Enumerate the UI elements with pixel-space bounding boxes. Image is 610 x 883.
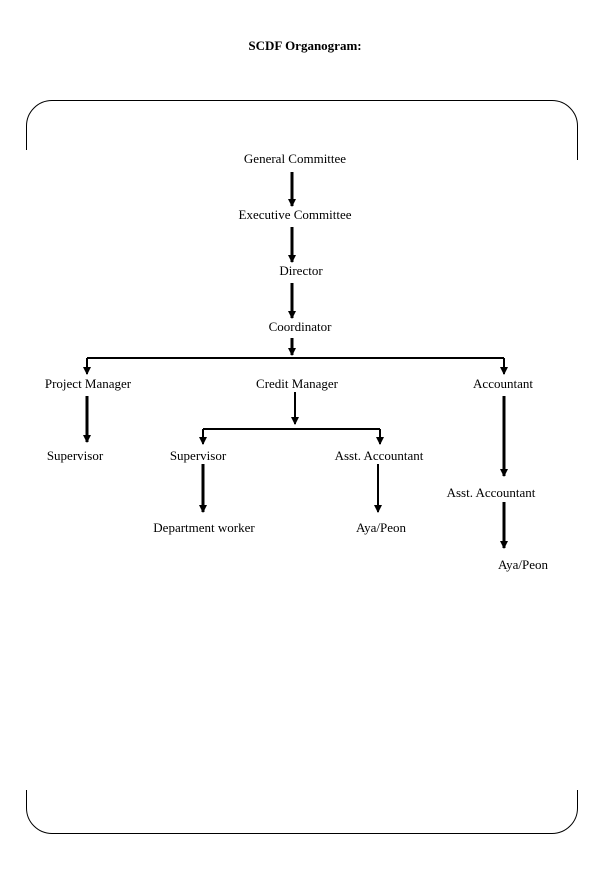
frame-gap-left (20, 150, 34, 790)
node-accountant: Accountant (473, 376, 533, 391)
node-cm-asst-accountant: Asst. Accountant (334, 448, 424, 463)
page-title: SCDF Organogram: (248, 38, 362, 53)
node-acc-asst-accountant: Asst. Accountant (446, 485, 536, 500)
node-department-worker: Department worker (153, 520, 255, 535)
node-pm-supervisor: Supervisor (46, 448, 104, 463)
node-cm-aya-peon: Aya/Peon (355, 520, 407, 535)
node-credit-manager: Credit Manager (256, 376, 338, 391)
node-coordinator: Coordinator (268, 319, 332, 334)
node-executive-committee: Executive Committee (238, 207, 352, 222)
node-general-committee: General Committee (243, 151, 347, 166)
node-cm-supervisor: Supervisor (169, 448, 227, 463)
node-director: Director (279, 263, 323, 278)
node-acc-aya-peon: Aya/Peon (497, 557, 549, 572)
frame-gap-right (570, 160, 584, 790)
node-project-manager: Project Manager (44, 376, 132, 391)
